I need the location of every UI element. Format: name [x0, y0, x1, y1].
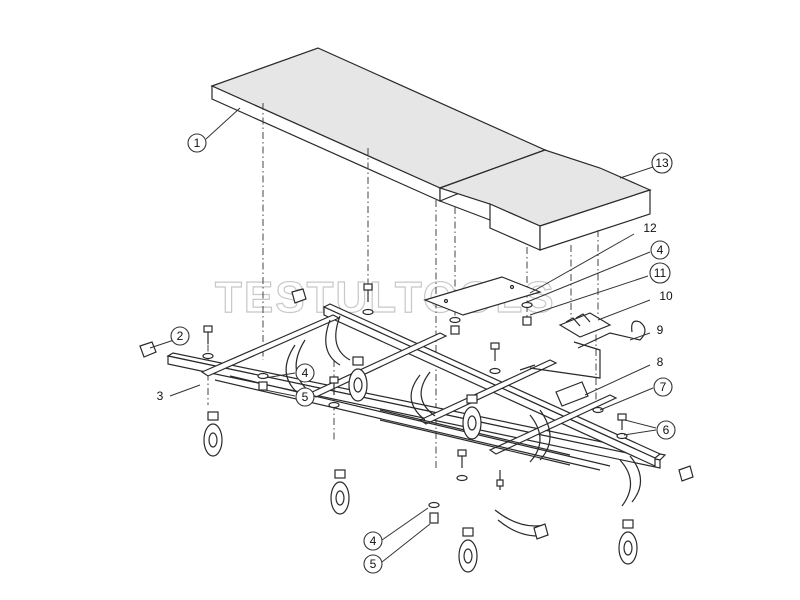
end-caps [139, 288, 694, 540]
callout-11: 11 [649, 262, 671, 284]
callout-5-mid: 5 [295, 387, 315, 407]
callout-2: 2 [170, 326, 190, 346]
svg-text:10: 10 [659, 289, 673, 303]
bracket-plate [423, 276, 542, 316]
svg-text:5: 5 [370, 557, 377, 571]
svg-text:1: 1 [194, 136, 201, 150]
callout-9: 9 [657, 323, 664, 337]
callout-6: 6 [656, 420, 676, 440]
callout-12: 12 [643, 221, 657, 235]
svg-text:4: 4 [657, 243, 664, 257]
fasteners [202, 283, 628, 524]
callout-8: 8 [657, 355, 664, 369]
svg-text:12: 12 [643, 221, 657, 235]
callout-1: 1 [187, 133, 207, 153]
casters [203, 356, 638, 573]
svg-text:6: 6 [663, 423, 670, 437]
svg-text:13: 13 [655, 156, 669, 170]
callout-4-top: 4 [650, 240, 670, 260]
leader-lines [149, 107, 657, 563]
callout-4-bottom: 4 [363, 531, 383, 551]
svg-text:7: 7 [660, 380, 667, 394]
svg-text:2: 2 [177, 329, 184, 343]
callout-3: 3 [157, 389, 164, 403]
svg-text:3: 3 [157, 389, 164, 403]
svg-text:4: 4 [302, 366, 309, 380]
callout-4-mid: 4 [295, 363, 315, 383]
svg-text:11: 11 [654, 266, 667, 280]
callout-5-bottom: 5 [363, 554, 383, 574]
svg-text:8: 8 [657, 355, 664, 369]
callout-7: 7 [653, 377, 673, 397]
callout-10: 10 [659, 289, 673, 303]
frame [166, 303, 667, 537]
svg-text:5: 5 [302, 390, 309, 404]
svg-text:4: 4 [370, 534, 377, 548]
callout-13: 13 [651, 152, 673, 174]
pad-head [438, 149, 652, 251]
svg-text:9: 9 [657, 323, 664, 337]
latch-assembly [519, 312, 646, 407]
